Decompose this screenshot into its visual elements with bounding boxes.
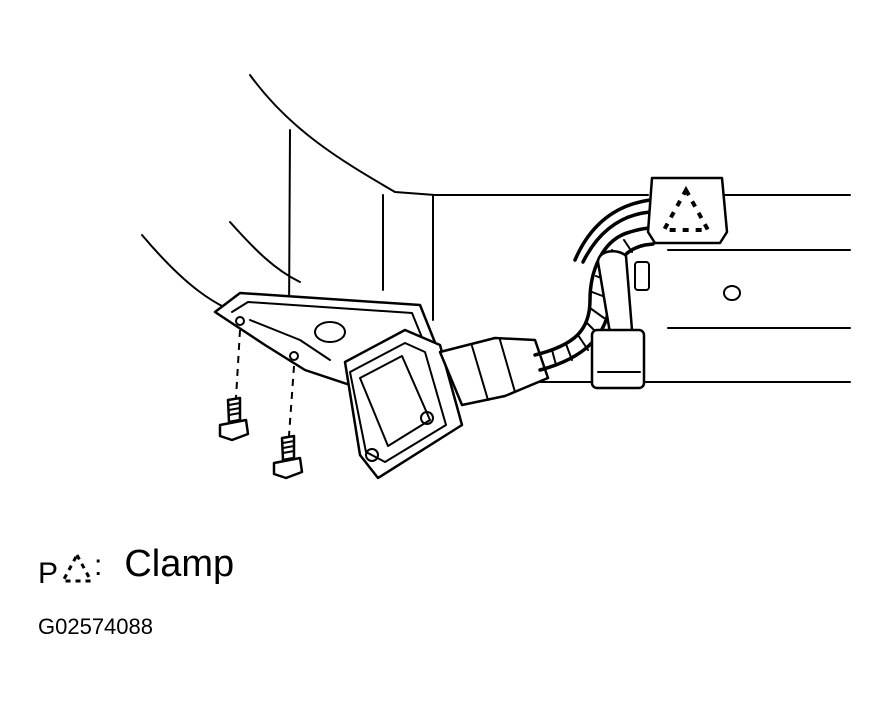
legend-label: Clamp bbox=[124, 542, 235, 585]
clamp-block bbox=[590, 328, 646, 390]
wire-clamp bbox=[596, 249, 634, 335]
bracket-hole bbox=[314, 321, 346, 343]
connector-screw-1 bbox=[420, 411, 434, 425]
legend-prefix: P bbox=[38, 557, 59, 590]
boot-ring-1 bbox=[471, 345, 489, 401]
bracket-bolt-hole-1 bbox=[235, 316, 245, 326]
bolt-guide-line-1 bbox=[235, 329, 241, 399]
wire-upper bbox=[573, 198, 652, 262]
body-panel-inner-line bbox=[288, 129, 291, 321]
connector-housing bbox=[343, 328, 464, 480]
figure-id: G02574088 bbox=[38, 614, 153, 639]
wire-harness bbox=[533, 226, 654, 357]
clamp-marker-triangle-icon bbox=[660, 185, 712, 232]
boot-ring-2 bbox=[499, 339, 516, 393]
legend: P : Clamp bbox=[38, 536, 234, 592]
bracket-inner-slot bbox=[249, 319, 331, 361]
connector-face-inner bbox=[359, 355, 431, 447]
bolt-1 bbox=[218, 396, 250, 442]
legend-separator: : bbox=[94, 549, 103, 582]
connector-screw-2 bbox=[365, 448, 379, 462]
bolt-2 bbox=[272, 434, 304, 480]
clamp-location-box bbox=[646, 176, 729, 245]
clamp-tab bbox=[634, 261, 650, 291]
connector-boot bbox=[438, 336, 550, 407]
bumper-lower-curve-2 bbox=[229, 221, 301, 283]
bracket-bolt-hole-2 bbox=[289, 351, 299, 361]
wire-upper-2 bbox=[581, 210, 652, 264]
body-panel-outline bbox=[249, 74, 436, 196]
frame-hole bbox=[723, 285, 741, 301]
dashed-triangle-icon bbox=[60, 551, 94, 583]
bolt-guide-line-2 bbox=[288, 365, 295, 437]
